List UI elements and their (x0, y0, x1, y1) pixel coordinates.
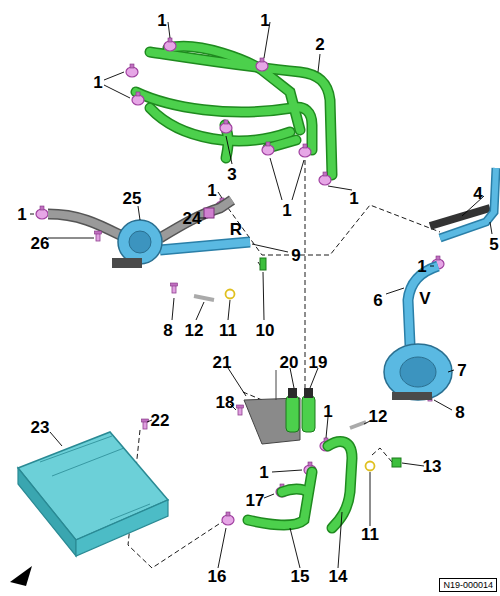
callout-number: 23 (31, 419, 50, 436)
callout-number: 1 (282, 202, 291, 219)
callout-number: 14 (329, 568, 348, 585)
callout-number: 22 (151, 412, 170, 429)
callout-number: 18 (216, 394, 235, 411)
figure-id: N19-000014 (443, 580, 493, 590)
pump-with-hose (384, 266, 452, 400)
callout-number: 1 (17, 206, 26, 223)
small-parts (95, 231, 434, 471)
callout-number: 25 (123, 190, 142, 207)
callout-number: 19 (309, 354, 328, 371)
callout-number: R (230, 221, 242, 238)
callout-number: 16 (208, 568, 227, 585)
figure-id-box: N19-000014 (439, 578, 497, 592)
callout-number: 2 (315, 36, 324, 53)
orientation-arrow (10, 566, 32, 586)
callout-number: V (419, 290, 430, 307)
callout-number: 1 (157, 12, 166, 29)
valve-block (244, 370, 315, 444)
callout-number: 5 (489, 236, 498, 253)
control-unit (18, 432, 168, 556)
callout-number: 9 (291, 247, 300, 264)
callout-number: 7 (457, 362, 466, 379)
callout-number: 13 (423, 458, 442, 475)
coolant-hose (248, 442, 352, 528)
callout-number: 1 (260, 12, 269, 29)
callout-number: 8 (163, 322, 172, 339)
callout-number: 10 (256, 322, 275, 339)
callout-number: 3 (227, 166, 236, 183)
auxiliary-pump (48, 200, 250, 268)
leader-line (30, 22, 492, 568)
callout-number: 17 (246, 492, 265, 509)
callout-number: 4 (473, 185, 482, 202)
callout-number: 11 (219, 322, 237, 339)
callout-number: 1 (349, 190, 358, 207)
callout-number: 20 (280, 354, 299, 371)
coolant-pipe (430, 168, 496, 238)
callout-number: 1 (417, 258, 426, 275)
callout-number: 6 (373, 292, 382, 309)
callout-number: 15 (291, 568, 310, 585)
callout-number: 21 (213, 354, 232, 371)
callout-number: 8 (455, 404, 464, 421)
callout-number: 1 (259, 464, 268, 481)
callout-number: 12 (369, 408, 388, 425)
callout-number: 1 (93, 74, 102, 91)
callout-number: 24 (183, 210, 202, 227)
callout-number: 1 (323, 403, 332, 420)
callout-number: 12 (185, 322, 204, 339)
callout-number: 11 (361, 526, 379, 543)
coolant-hose-assembly (136, 46, 332, 175)
callout-number: 1 (207, 182, 216, 199)
callout-number: 26 (31, 235, 50, 252)
